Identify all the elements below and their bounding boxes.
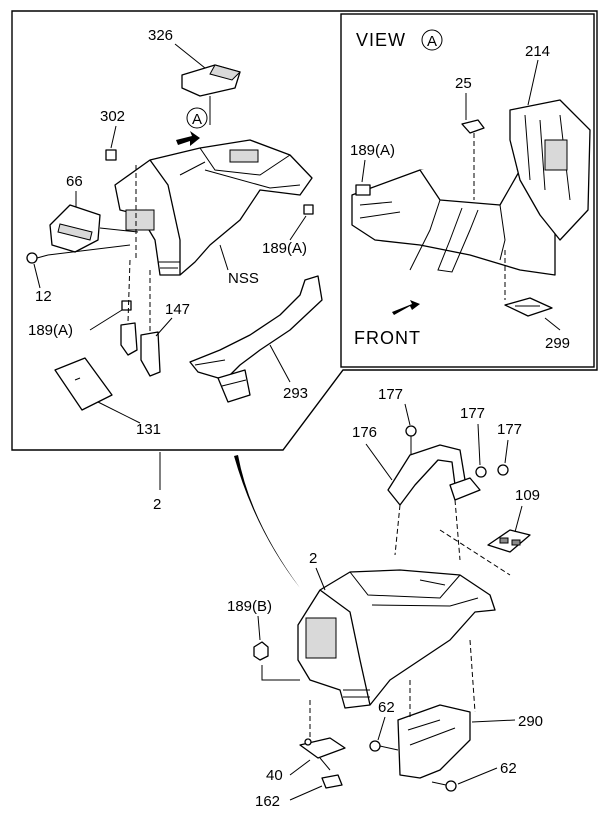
label-189a-view: 189(A) — [350, 142, 395, 159]
bezel-66 — [49, 204, 139, 253]
view-a-title: VIEW — [356, 30, 406, 50]
label-290: 290 — [518, 713, 543, 730]
front-label: FRONT — [354, 328, 421, 348]
label-12: 12 — [35, 288, 52, 305]
label-326: 326 — [148, 27, 173, 44]
label-40: 40 — [266, 767, 283, 784]
clip-189a-left — [121, 300, 132, 311]
bracket-299 — [504, 250, 561, 331]
clip-25 — [461, 93, 485, 200]
label-2-detail: 2 — [153, 496, 161, 513]
bracket-290 — [397, 639, 476, 779]
label-2-main: 2 — [309, 550, 317, 567]
screw-62-left — [369, 740, 399, 752]
leader-curve — [234, 455, 300, 588]
bolt-177-right — [497, 464, 509, 476]
duct-293 — [189, 275, 323, 403]
label-nss: NSS — [228, 270, 259, 287]
screw-12 — [26, 244, 131, 264]
bolt-177-mid — [475, 466, 487, 478]
view-a-ref-circle — [186, 107, 208, 129]
clip-189a-view — [355, 184, 371, 196]
bracket-109 — [487, 529, 531, 553]
label-62-right: 62 — [500, 760, 517, 777]
label-177-top: 177 — [378, 386, 403, 403]
label-302: 302 — [100, 108, 125, 125]
view-a-ref: A — [192, 111, 202, 128]
label-293: 293 — [283, 385, 308, 402]
label-109: 109 — [515, 487, 540, 504]
label-147: 147 — [165, 301, 190, 318]
bracket-40 — [299, 700, 346, 771]
front-arrow — [392, 300, 420, 315]
label-176: 176 — [352, 424, 377, 441]
label-214: 214 — [525, 43, 550, 60]
bracket-176 — [387, 444, 481, 561]
label-177-right: 177 — [497, 421, 522, 438]
view-a-ref-arrow — [176, 131, 200, 146]
view-a-marker: A — [427, 33, 437, 50]
label-62-left: 62 — [378, 699, 395, 716]
label-162: 162 — [255, 793, 280, 810]
bracket-147 — [120, 259, 161, 377]
nut-189b — [253, 641, 300, 681]
label-189a-left: 189(A) — [28, 322, 73, 339]
label-177-mid: 177 — [460, 405, 485, 422]
view-a-console — [351, 99, 591, 276]
label-66: 66 — [66, 173, 83, 190]
clip-302 — [105, 149, 117, 161]
label-131: 131 — [136, 421, 161, 438]
console-nss — [114, 139, 313, 276]
label-25: 25 — [455, 75, 472, 92]
clip-189a-right — [303, 204, 314, 215]
screw-62-right — [431, 780, 457, 792]
lid-326 — [181, 64, 241, 125]
bolt-177-top — [405, 425, 417, 455]
label-189b: 189(B) — [227, 598, 272, 615]
view-a-marker-circle — [421, 29, 443, 51]
label-189a-right: 189(A) — [262, 240, 307, 257]
pad-131 — [54, 357, 113, 411]
label-299: 299 — [545, 335, 570, 352]
pad-162 — [321, 774, 343, 789]
console-2 — [297, 569, 496, 709]
detail-box-outline — [11, 10, 598, 451]
view-a-box — [340, 13, 595, 368]
